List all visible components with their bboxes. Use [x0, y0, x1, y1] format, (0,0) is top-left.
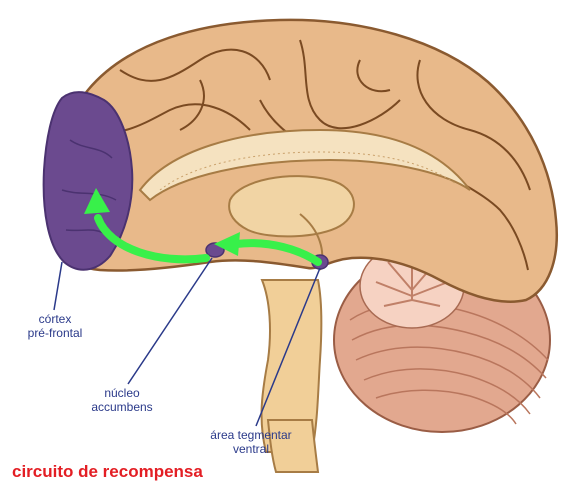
label-ventral-tegmental-area: área tegmentar ventral — [186, 428, 316, 456]
label-prefrontal-cortex-line2: pré-frontal — [20, 326, 90, 340]
label-ventral-tegmental-area-line1: área tegmentar — [186, 428, 316, 442]
label-nucleus-accumbens: núcleo accumbens — [82, 386, 162, 414]
label-prefrontal-cortex-line1: córtex — [20, 312, 90, 326]
label-nucleus-accumbens-line2: accumbens — [82, 400, 162, 414]
label-ventral-tegmental-area-line2: ventral — [186, 442, 316, 456]
label-prefrontal-cortex: córtex pré-frontal — [20, 312, 90, 340]
label-nucleus-accumbens-line1: núcleo — [82, 386, 162, 400]
leader-line-nucleo — [128, 258, 212, 384]
thalamus — [229, 176, 354, 236]
figure-title: circuito de recompensa — [12, 462, 203, 482]
leader-line-cortex — [54, 262, 62, 310]
